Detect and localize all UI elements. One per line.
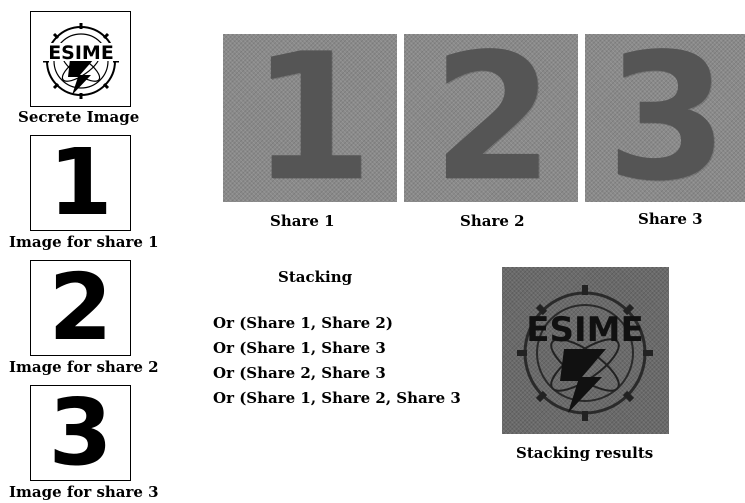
image-for-share-3-caption: Image for share 3 <box>9 483 159 501</box>
share-3-caption: Share 3 <box>638 210 703 228</box>
svg-text:ESIME: ESIME <box>526 310 643 350</box>
stacking-result-caption: Stacking results <box>516 444 654 462</box>
stacking-line-4: Or (Share 1, Share 2, Share 3 <box>213 389 461 407</box>
image-for-share-1: 1 <box>30 135 131 231</box>
share-3-digit: 3 <box>606 34 728 202</box>
share-2-caption: Share 2 <box>460 212 525 230</box>
image-for-share-2-caption: Image for share 2 <box>9 358 159 376</box>
share-1-digit: 1 <box>251 34 373 202</box>
digit-1: 1 <box>48 135 113 231</box>
share-3-image: 3 <box>585 34 745 202</box>
secret-image: ESIME <box>30 11 131 107</box>
secret-image-caption: Secrete Image <box>18 108 140 126</box>
share-1-image: 1 <box>223 34 397 202</box>
stacking-title: Stacking <box>278 268 353 286</box>
stacking-result-image: ESIME <box>502 267 669 434</box>
share-1-caption: Share 1 <box>270 212 335 230</box>
digit-2: 2 <box>48 260 113 356</box>
svg-text:ESIME: ESIME <box>48 42 114 64</box>
image-for-share-2: 2 <box>30 260 131 356</box>
digit-3: 3 <box>48 385 113 481</box>
image-for-share-3: 3 <box>30 385 131 481</box>
image-for-share-1-caption: Image for share 1 <box>9 233 159 251</box>
stacking-line-3: Or (Share 2, Share 3 <box>213 364 386 382</box>
share-2-digit: 2 <box>432 34 554 202</box>
share-2-image: 2 <box>404 34 578 202</box>
stacking-line-2: Or (Share 1, Share 3 <box>213 339 386 357</box>
esime-logo-icon: ESIME <box>517 285 653 421</box>
esime-logo-icon: ESIME <box>41 23 120 99</box>
stacking-line-1: Or (Share 1, Share 2) <box>213 314 393 332</box>
